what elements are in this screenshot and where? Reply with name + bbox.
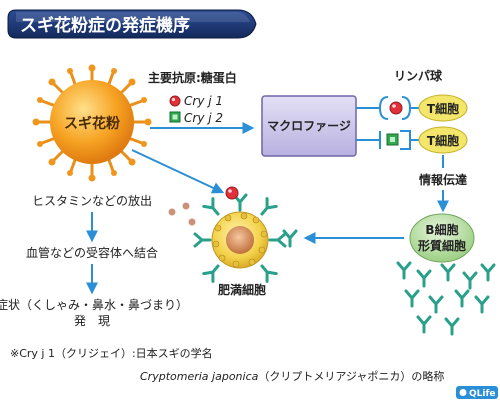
antigen-item-2: Cry j 2: [184, 111, 223, 125]
tcell-2: T細胞: [418, 126, 468, 154]
bcell: B細胞 形質細胞: [409, 213, 475, 263]
step-receptor-binding: 血管などの受容体へ結合: [26, 245, 158, 260]
macrophage-box: マクロファージ: [261, 95, 357, 157]
qlife-logo-text: QLife: [469, 389, 496, 399]
histamine-granules: [168, 202, 196, 226]
footnote-line-1: ※Cry j 1（クリジェイ）:日本スギの学名: [10, 346, 213, 360]
antigen-heading: 主要抗原:糖蛋白: [148, 70, 237, 85]
tcell-label-1: T細胞: [427, 101, 459, 116]
macrophage-label: マクロファージ: [267, 119, 351, 133]
step-symptoms-line2: 発 現: [74, 314, 110, 328]
mast-cell: [193, 193, 287, 283]
page-title: スギ花粉症の発症機序: [20, 15, 190, 36]
footnote-line-2: Cryptomeria japonica（クリプトメリアジャポニカ）の略称: [140, 369, 444, 383]
antigen-item-1: Cry j 1: [184, 94, 223, 108]
info-transfer-label: 情報伝達: [419, 172, 467, 187]
plasma-cell-label: 形質細胞: [418, 238, 466, 253]
mast-cell-label: 肥満細胞: [218, 282, 266, 297]
pollen-label: スギ花粉: [64, 115, 120, 132]
tcell-1: T細胞: [418, 94, 468, 122]
pollen-grain: スギ花粉: [32, 64, 152, 182]
macrophage-tcell-connectors: [356, 96, 420, 150]
antigen-legend: 主要抗原:糖蛋白 Cry j 1 Cry j 2: [148, 70, 237, 125]
tcell-label-2: T細胞: [427, 133, 459, 148]
step-histamine-release: ヒスタミンなどの放出: [32, 193, 152, 208]
antibody-cluster: [396, 261, 496, 336]
step-symptoms: 症状（くしゃみ・鼻水・鼻づまり）: [0, 297, 188, 312]
cry-j1-marker-icon: [169, 95, 181, 107]
arrow-pollen-to-mast-cell: [131, 149, 225, 194]
bound-antigen-icon: [225, 186, 239, 200]
cry-j1-antigen-icon: [389, 101, 403, 115]
lymphocyte-label: リンパ球: [394, 68, 443, 83]
title-banner: スギ花粉症の発症機序: [7, 9, 257, 39]
bcell-label: B細胞: [425, 222, 458, 237]
qlife-logo: QLife: [456, 386, 498, 399]
